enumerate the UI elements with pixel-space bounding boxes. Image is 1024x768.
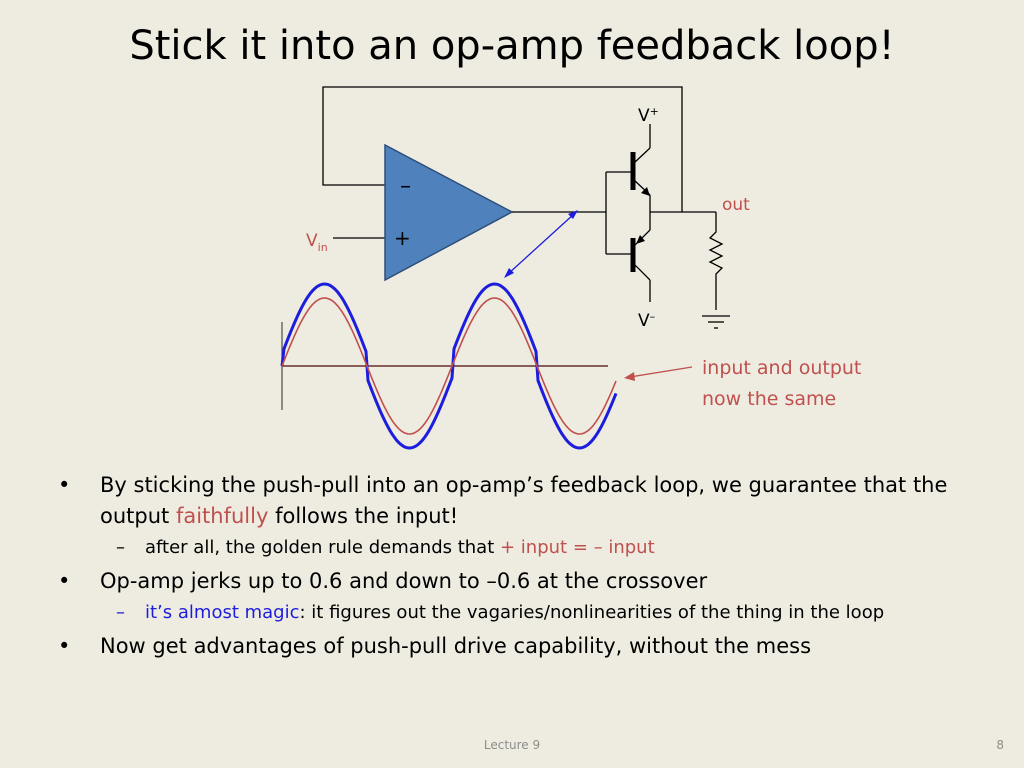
slide-title: Stick it into an op-amp feedback loop! [129,23,895,69]
bullet-marker: • [58,473,71,497]
sub-bullet-marker: – [116,537,125,558]
arrowhead-upper [568,210,578,219]
opamp-plus-sign: + [394,226,411,250]
load-resistor [708,212,724,310]
annotation-double-arrow [507,213,575,275]
vin-label: Vin [306,231,328,254]
sub-bullet-2-text: : it figures out the vagaries/nonlineari… [299,602,885,623]
bullet-marker: • [58,569,71,593]
bullet-1-highlight: faithfully [175,504,269,528]
pnp-collector [633,263,651,281]
opamp-triangle [384,143,514,282]
sub-bullet-1-text: after all, the golden rule demands that [145,537,500,558]
arrowhead-lower [504,268,514,278]
slide-footer: Lecture 9 [483,738,541,752]
annotation-text-line2: now the same [702,388,836,410]
bullet-1-text-a: By sticking the push-pull into an op-amp… [100,473,948,528]
bullet-marker: • [58,634,71,658]
bullet-2: • Op-amp jerks up to 0.6 and down to –0.… [58,566,978,597]
pnp-emitter-arrow [636,235,645,244]
sub-bullet-1: – after all, the golden rule demands tha… [58,534,978,562]
annotation-text-line1: input and output [702,357,861,379]
bullet-1: • By sticking the push-pull into an op-a… [58,470,978,532]
opamp-minus-sign: – [400,174,411,199]
annotation-pointer [629,366,693,378]
sub-bullet-2-highlight: it’s almost magic [145,602,300,623]
bullet-2-text: Op-amp jerks up to 0.6 and down to –0.6 … [100,569,708,593]
npn-collector [633,147,651,164]
sub-bullet-1-highlight: + input = – input [500,537,655,558]
circuit-diagram: – + V+ V– out Vin input and output now t… [280,86,861,450]
slide-page-number: 8 [996,738,1004,752]
npn-emitter-arrow [641,187,650,196]
v-plus-label: V+ [638,105,659,126]
bullet-1-text-b: follows the input! [268,504,459,528]
output-waveform [280,282,618,450]
input-waveform [281,297,617,435]
bullet-list: • By sticking the push-pull into an op-a… [58,470,978,662]
bullet-3-text: Now get advantages of push-pull drive ca… [100,634,812,658]
out-label: out [722,195,750,215]
bullet-3: • Now get advantages of push-pull drive … [58,631,978,662]
feedback-wire [322,86,683,212]
annotation-pointer-head [624,372,635,381]
sub-bullet-marker: – [116,602,125,623]
sub-bullet-2: – it’s almost magic: it figures out the … [58,599,978,627]
v-minus-label: V– [638,310,655,331]
